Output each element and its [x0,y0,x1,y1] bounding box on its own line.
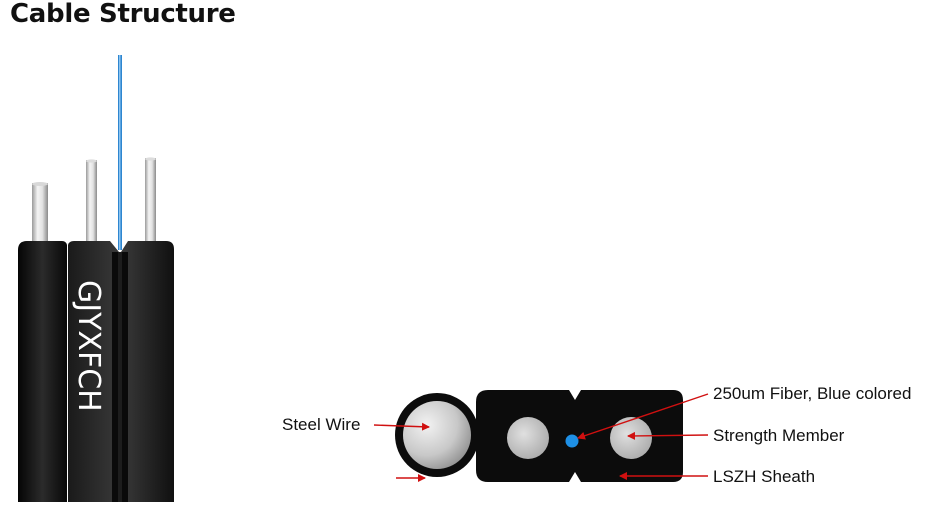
arrow-strength-member [627,431,709,440]
strength-member-left-section [507,417,549,459]
strength-member-top-left [86,160,97,243]
strength-member-top-right [145,158,156,243]
arrow-fiber [577,393,709,440]
cable-print-text: GJYXFCH [71,280,106,412]
messenger-jacket [18,241,67,502]
strength-member-right-section [610,417,652,459]
label-strength-member: Strength Member [713,426,845,445]
label-sheath: LSZH Sheath [713,467,815,486]
fiber-section [565,434,579,448]
label-fiber: 250um Fiber, Blue colored [713,384,911,403]
label-steel-wire: Steel Wire [282,415,360,434]
arrow-steel-wire [373,422,430,431]
page-title: Cable Structure [10,0,236,29]
steel-wire-section [403,401,471,469]
messenger-wire-top [32,183,48,243]
